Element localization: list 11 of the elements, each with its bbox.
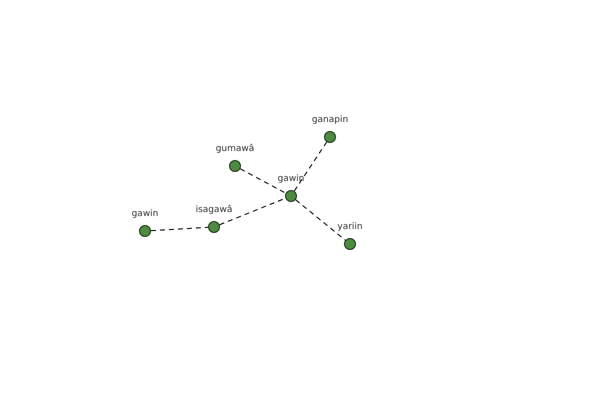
node-label: yariin bbox=[336, 222, 364, 233]
node-label: ganapin bbox=[310, 115, 350, 126]
dashed-connector bbox=[294, 142, 328, 192]
node-label: gawin bbox=[276, 174, 306, 185]
dashed-connector bbox=[219, 198, 286, 226]
node-label: isagawâ bbox=[194, 205, 234, 216]
dashed-connector bbox=[150, 226, 208, 232]
dashed-connector bbox=[295, 199, 346, 241]
node-label: gumawâ bbox=[214, 144, 256, 155]
node-label: gawin bbox=[130, 209, 160, 220]
dashed-connector bbox=[240, 168, 286, 194]
